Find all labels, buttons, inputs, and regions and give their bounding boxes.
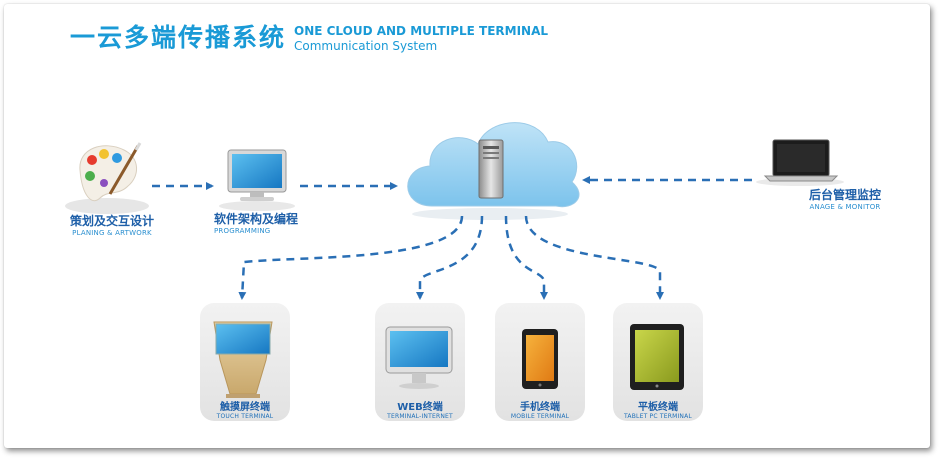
- arrow-cloud-to-web: [416, 215, 484, 300]
- web-monitor-icon: [385, 326, 453, 389]
- planning-label-zh: 策划及交互设计: [69, 214, 154, 228]
- mobile-terminal-label-zh: 手机终端: [520, 402, 560, 413]
- tablet-terminal-label-en: TABLET PC TERMINAL: [624, 413, 692, 420]
- programming-monitor-icon: [219, 149, 295, 211]
- arrow-cloud-to-tablet: [524, 215, 664, 300]
- touch-terminal-label: 触摸屏终端 TOUCH TERMINAL: [200, 398, 290, 420]
- touch-kiosk-icon: [213, 321, 273, 398]
- title-chinese: 一云多端传播系统: [70, 23, 287, 52]
- arrow-cloud-to-touch: [238, 215, 464, 300]
- laptop-icon: [756, 139, 844, 186]
- server-tower-icon: [478, 139, 504, 199]
- tablet-terminal-label-zh: 平板终端: [638, 402, 678, 413]
- monitor-label-en: ANAGE & MONITOR: [809, 203, 881, 211]
- title-english-line1: ONE CLOUD AND MULTIPLE TERMINAL: [294, 24, 549, 38]
- diagram-card: [4, 4, 930, 448]
- mobile-phone-icon: [522, 329, 558, 389]
- monitor-label-zh: 后台管理监控: [808, 188, 881, 202]
- title-english-line2: Communication System: [294, 39, 438, 53]
- mobile-terminal-label: 手机终端 MOBILE TERMINAL: [495, 398, 585, 420]
- monitor-label: 后台管理监控 ANAGE & MONITOR: [800, 186, 890, 211]
- planning-label-en: PLANING & ARTWORK: [72, 229, 152, 237]
- web-terminal-label-en: TERMINAL-INTERNET: [387, 413, 453, 420]
- touch-terminal-label-en: TOUCH TERMINAL: [216, 413, 274, 420]
- mobile-terminal-label-en: MOBILE TERMINAL: [510, 413, 570, 420]
- touch-terminal-label-zh: 触摸屏终端: [220, 402, 270, 413]
- palette-icon: [65, 142, 149, 214]
- title-english: ONE CLOUD AND MULTIPLE TERMINAL Communic…: [294, 24, 548, 54]
- web-terminal-label: WEB终端 TERMINAL-INTERNET: [375, 398, 465, 420]
- planning-label: 策划及交互设计 PLANING & ARTWORK: [62, 212, 162, 237]
- tablet-terminal-label: 平板终端 TABLET PC TERMINAL: [613, 398, 703, 420]
- tablet-icon: [630, 324, 684, 390]
- programming-label-en: PROGRAMMING: [214, 227, 271, 235]
- web-terminal-label-zh: WEB终端: [397, 402, 443, 413]
- programming-label: 软件架构及编程 PROGRAMMING: [214, 210, 324, 235]
- programming-label-zh: 软件架构及编程: [214, 212, 299, 226]
- arrow-cloud-to-mobile: [504, 215, 548, 300]
